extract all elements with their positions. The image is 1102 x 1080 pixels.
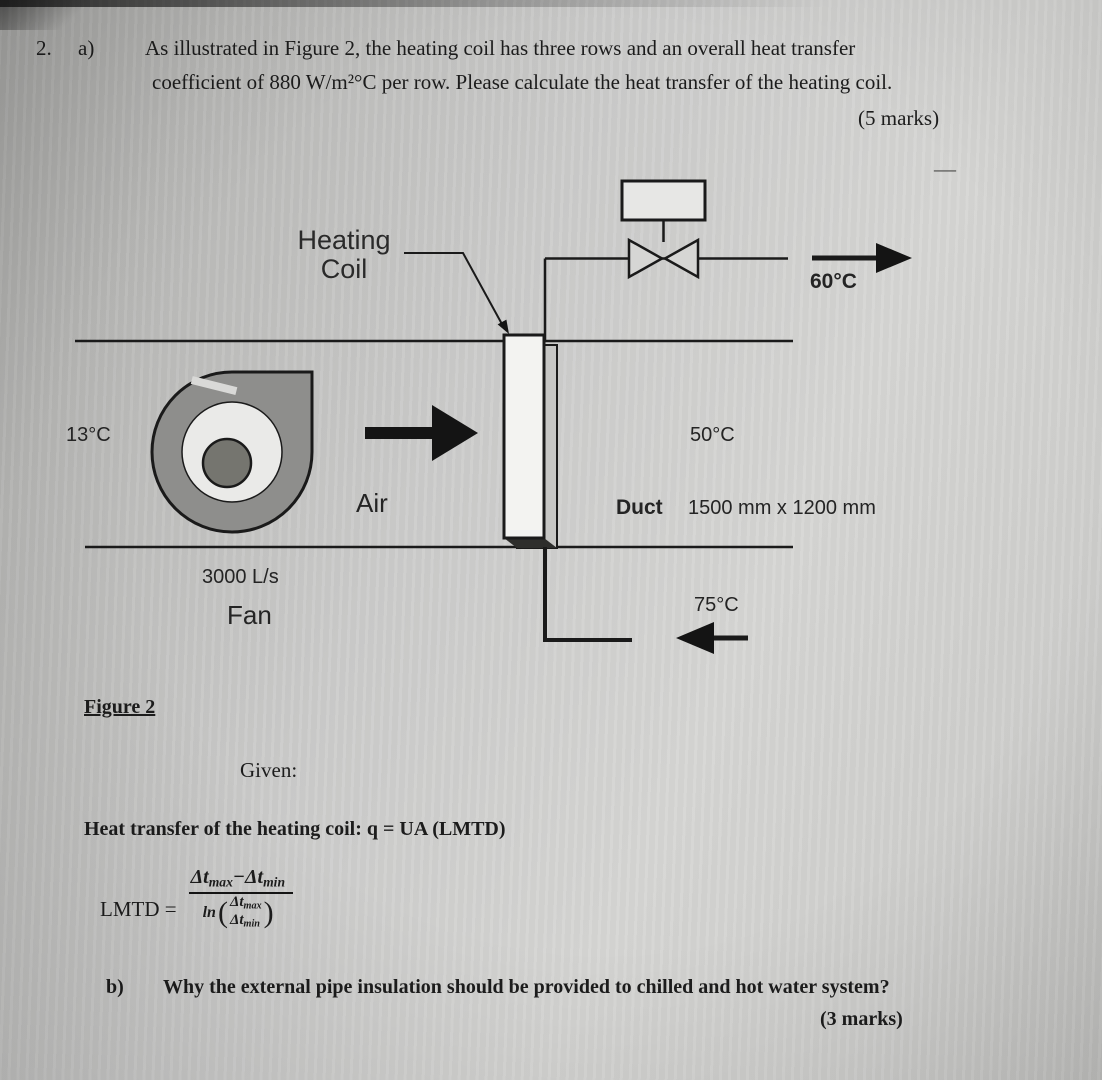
valve-left-wing — [627, 237, 665, 280]
sub-min: min — [243, 918, 260, 930]
fan-hub — [201, 437, 253, 489]
given-label: Given: — [240, 758, 298, 782]
air-label: Air — [356, 488, 388, 518]
lmtd-denominator: ln ( Δtmax Δtmin ) — [203, 895, 274, 930]
valve-actuator-box — [620, 179, 707, 222]
valve-right-wing — [662, 237, 700, 280]
return-temp-label: 75°C — [694, 594, 739, 616]
sub-max: max — [208, 874, 233, 890]
mid-temp-label: 50°C — [690, 424, 735, 446]
fan-highlight — [190, 376, 238, 396]
fan-flow-label: 3000 L/s — [202, 566, 279, 588]
question-marks-a: (5 marks) — [858, 106, 940, 130]
photo-corner-shadow — [0, 0, 110, 30]
question-line1: As illustrated in Figure 2, the heating … — [145, 36, 856, 60]
delta-t: Δt — [190, 866, 209, 888]
delta-t-max-term: Δtmax — [190, 866, 233, 890]
pen-mark: — — [934, 156, 957, 181]
heating-coil-label-line1: Heating — [297, 225, 391, 255]
delta-t-min-term: Δtmin — [245, 866, 286, 890]
delta-t: Δt — [229, 894, 244, 911]
question-marks-b: (3 marks) — [820, 1008, 903, 1030]
coil-leader-arrowhead — [497, 319, 509, 334]
heat-equation: Heat transfer of the heating coil: q = U… — [84, 818, 506, 840]
coil-leader-line — [404, 252, 504, 327]
coil-return-pipe — [543, 547, 632, 642]
inner-denominator: Δtmin — [229, 911, 260, 930]
delta-t: Δt — [229, 911, 244, 928]
close-paren: ) — [263, 895, 274, 929]
fan-label: Fan — [227, 600, 272, 630]
question-part-b-text: Why the external pipe insulation should … — [163, 976, 890, 998]
sub-min: min — [263, 874, 286, 890]
open-paren: ( — [217, 895, 228, 929]
coil-front-face — [502, 333, 546, 540]
inner-fraction: Δtmax Δtmin — [228, 895, 264, 930]
sub-max: max — [243, 900, 262, 912]
figure-caption: Figure 2 — [84, 696, 156, 718]
ln-symbol: ln — [202, 903, 216, 921]
duct-label: Duct — [616, 496, 663, 519]
duct-size-label: 1500 mm x 1200 mm — [688, 497, 876, 519]
heating-coil-label: Heating Coil — [285, 225, 403, 285]
air-arrow — [365, 405, 478, 461]
outlet-temp-label: 60°C — [810, 270, 857, 293]
return-arrow-head — [676, 622, 714, 654]
lmtd-formula: LMTD = Δtmax−Δtmin ln ( Δtmax Δtmin ) — [100, 866, 294, 930]
lmtd-lhs: LMTD = — [100, 896, 177, 921]
question-part-b-label: b) — [106, 976, 124, 998]
delta-t: Δt — [245, 866, 264, 888]
inlet-temp-label: 13°C — [66, 424, 111, 446]
lmtd-fraction: Δtmax−Δtmin ln ( Δtmax Δtmin ) — [188, 866, 294, 930]
outlet-arrow-head — [876, 243, 912, 273]
minus-sign: − — [232, 866, 245, 888]
lmtd-numerator: Δtmax−Δtmin — [188, 866, 294, 895]
inner-numerator: Δtmax — [230, 895, 262, 912]
question-line2: coefficient of 880 W/m²°C per row. Pleas… — [152, 70, 893, 94]
heating-coil-label-line2: Coil — [320, 254, 368, 285]
question-part-a-label: a) — [78, 36, 95, 60]
coil-bottom-edge — [504, 538, 557, 548]
photo-top-shadow — [0, 0, 1102, 7]
question-number: 2. — [36, 36, 52, 60]
